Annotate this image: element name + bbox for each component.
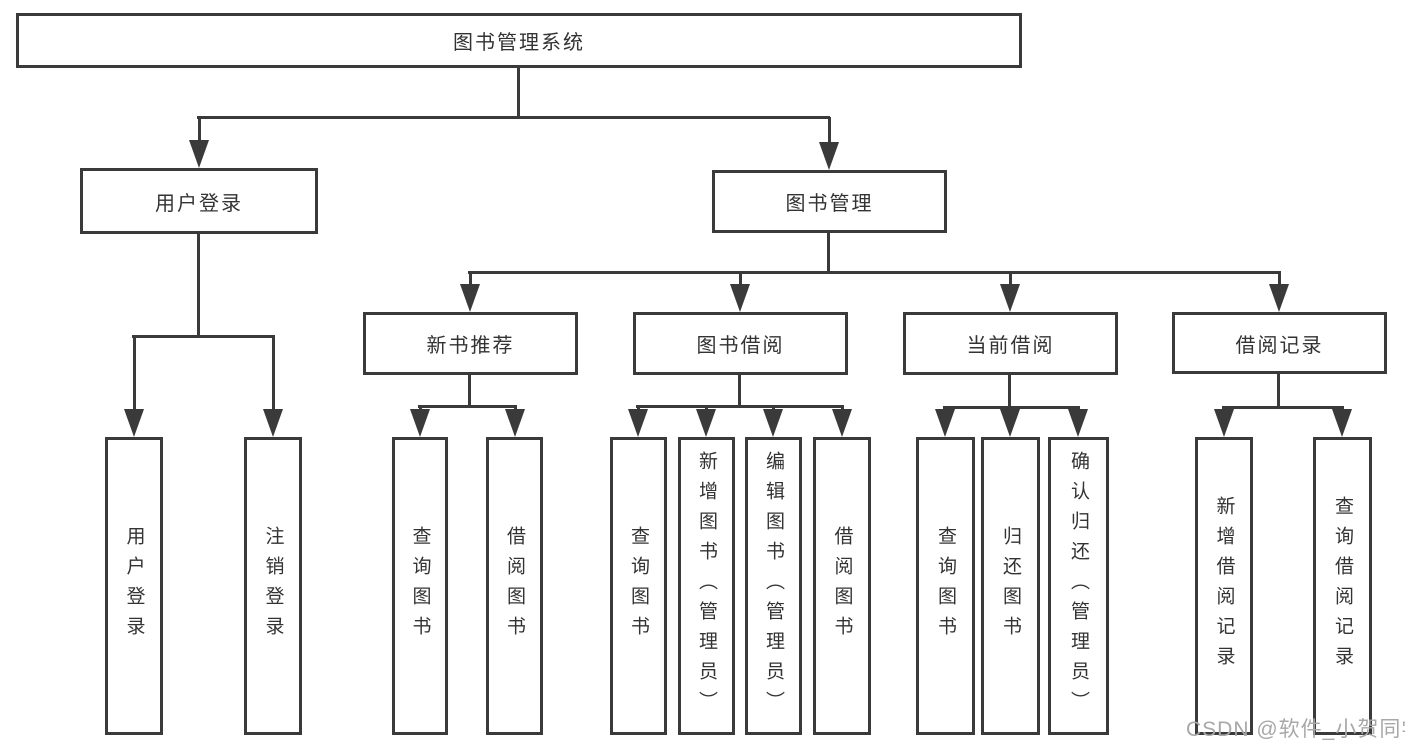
connector-stem-root (517, 68, 520, 117)
node-bb-borrow: 借阅图书 (813, 437, 871, 735)
connector-stem-borrow-records (1277, 374, 1280, 407)
connector-branch-current-borrow (943, 406, 1080, 409)
arrowhead-to-current-borrow (1000, 272, 1020, 312)
node-nb-query: 查询图书 (392, 437, 448, 735)
connector-stem-user-login (197, 234, 200, 336)
node-bb-query: 查询图书 (610, 437, 667, 735)
node-nb-borrow: 借阅图书 (486, 437, 543, 735)
node-cb-query: 查询图书 (916, 437, 975, 735)
node-current-borrow: 当前借阅 (903, 312, 1118, 375)
connector-branch-user-login (132, 335, 275, 338)
arrowhead-to-bb-query (628, 406, 648, 437)
arrowhead-to-bb-borrow (832, 406, 852, 437)
arrowhead-to-cb-return (1000, 407, 1020, 437)
arrowhead-to-bb-add (696, 406, 716, 437)
arrowhead-to-book-borrow (730, 272, 750, 312)
connector-branch-root (197, 116, 830, 119)
arrowhead-to-borrow-records (1269, 272, 1289, 312)
connector-branch-book-mgmt (468, 271, 1281, 274)
arrowhead-to-cb-query (935, 407, 955, 437)
watermark: CSDN @软件_小贺同学 (1186, 718, 1405, 741)
node-borrow-records: 借阅记录 (1172, 312, 1387, 374)
connector-branch-borrow-records (1222, 406, 1344, 409)
node-br-add: 新增借阅记录 (1195, 437, 1253, 735)
connector-stem-current-borrow (1008, 375, 1011, 407)
node-book-borrow: 图书借阅 (633, 312, 848, 375)
connector-branch-new-books (418, 405, 517, 408)
arrowhead-to-br-add (1214, 407, 1234, 437)
node-login-logout: 注销登录 (244, 437, 302, 735)
node-root: 图书管理系统 (16, 13, 1022, 68)
arrowhead-to-book-mgmt (819, 117, 839, 170)
node-user-login: 用户登录 (80, 168, 318, 234)
node-cb-return: 归还图书 (981, 437, 1040, 735)
node-book-mgmt: 图书管理 (712, 170, 947, 233)
connector-stem-book-borrow (738, 375, 741, 406)
arrowhead-to-new-books (460, 272, 480, 312)
connector-stem-new-books (468, 375, 471, 406)
node-bb-add: 新增图书（管理员） (678, 437, 735, 735)
arrowhead-to-nb-borrow (505, 406, 525, 437)
node-br-query: 查询借阅记录 (1313, 437, 1372, 735)
arrowhead-to-bb-edit (763, 406, 783, 437)
node-new-books: 新书推荐 (363, 312, 578, 375)
node-cb-confirm: 确认归还（管理员） (1048, 437, 1109, 735)
node-login-user: 用户登录 (105, 437, 163, 735)
arrowhead-to-login-logout (263, 336, 283, 437)
arrowhead-to-cb-confirm (1068, 407, 1088, 437)
arrowhead-to-user-login (189, 117, 209, 168)
connector-stem-book-mgmt (827, 233, 830, 272)
arrowhead-to-br-query (1332, 407, 1352, 437)
arrowhead-to-nb-query (410, 406, 430, 437)
node-bb-edit: 编辑图书（管理员） (745, 437, 802, 735)
connector-branch-book-borrow (636, 405, 844, 408)
arrowhead-to-login-user (124, 336, 144, 437)
